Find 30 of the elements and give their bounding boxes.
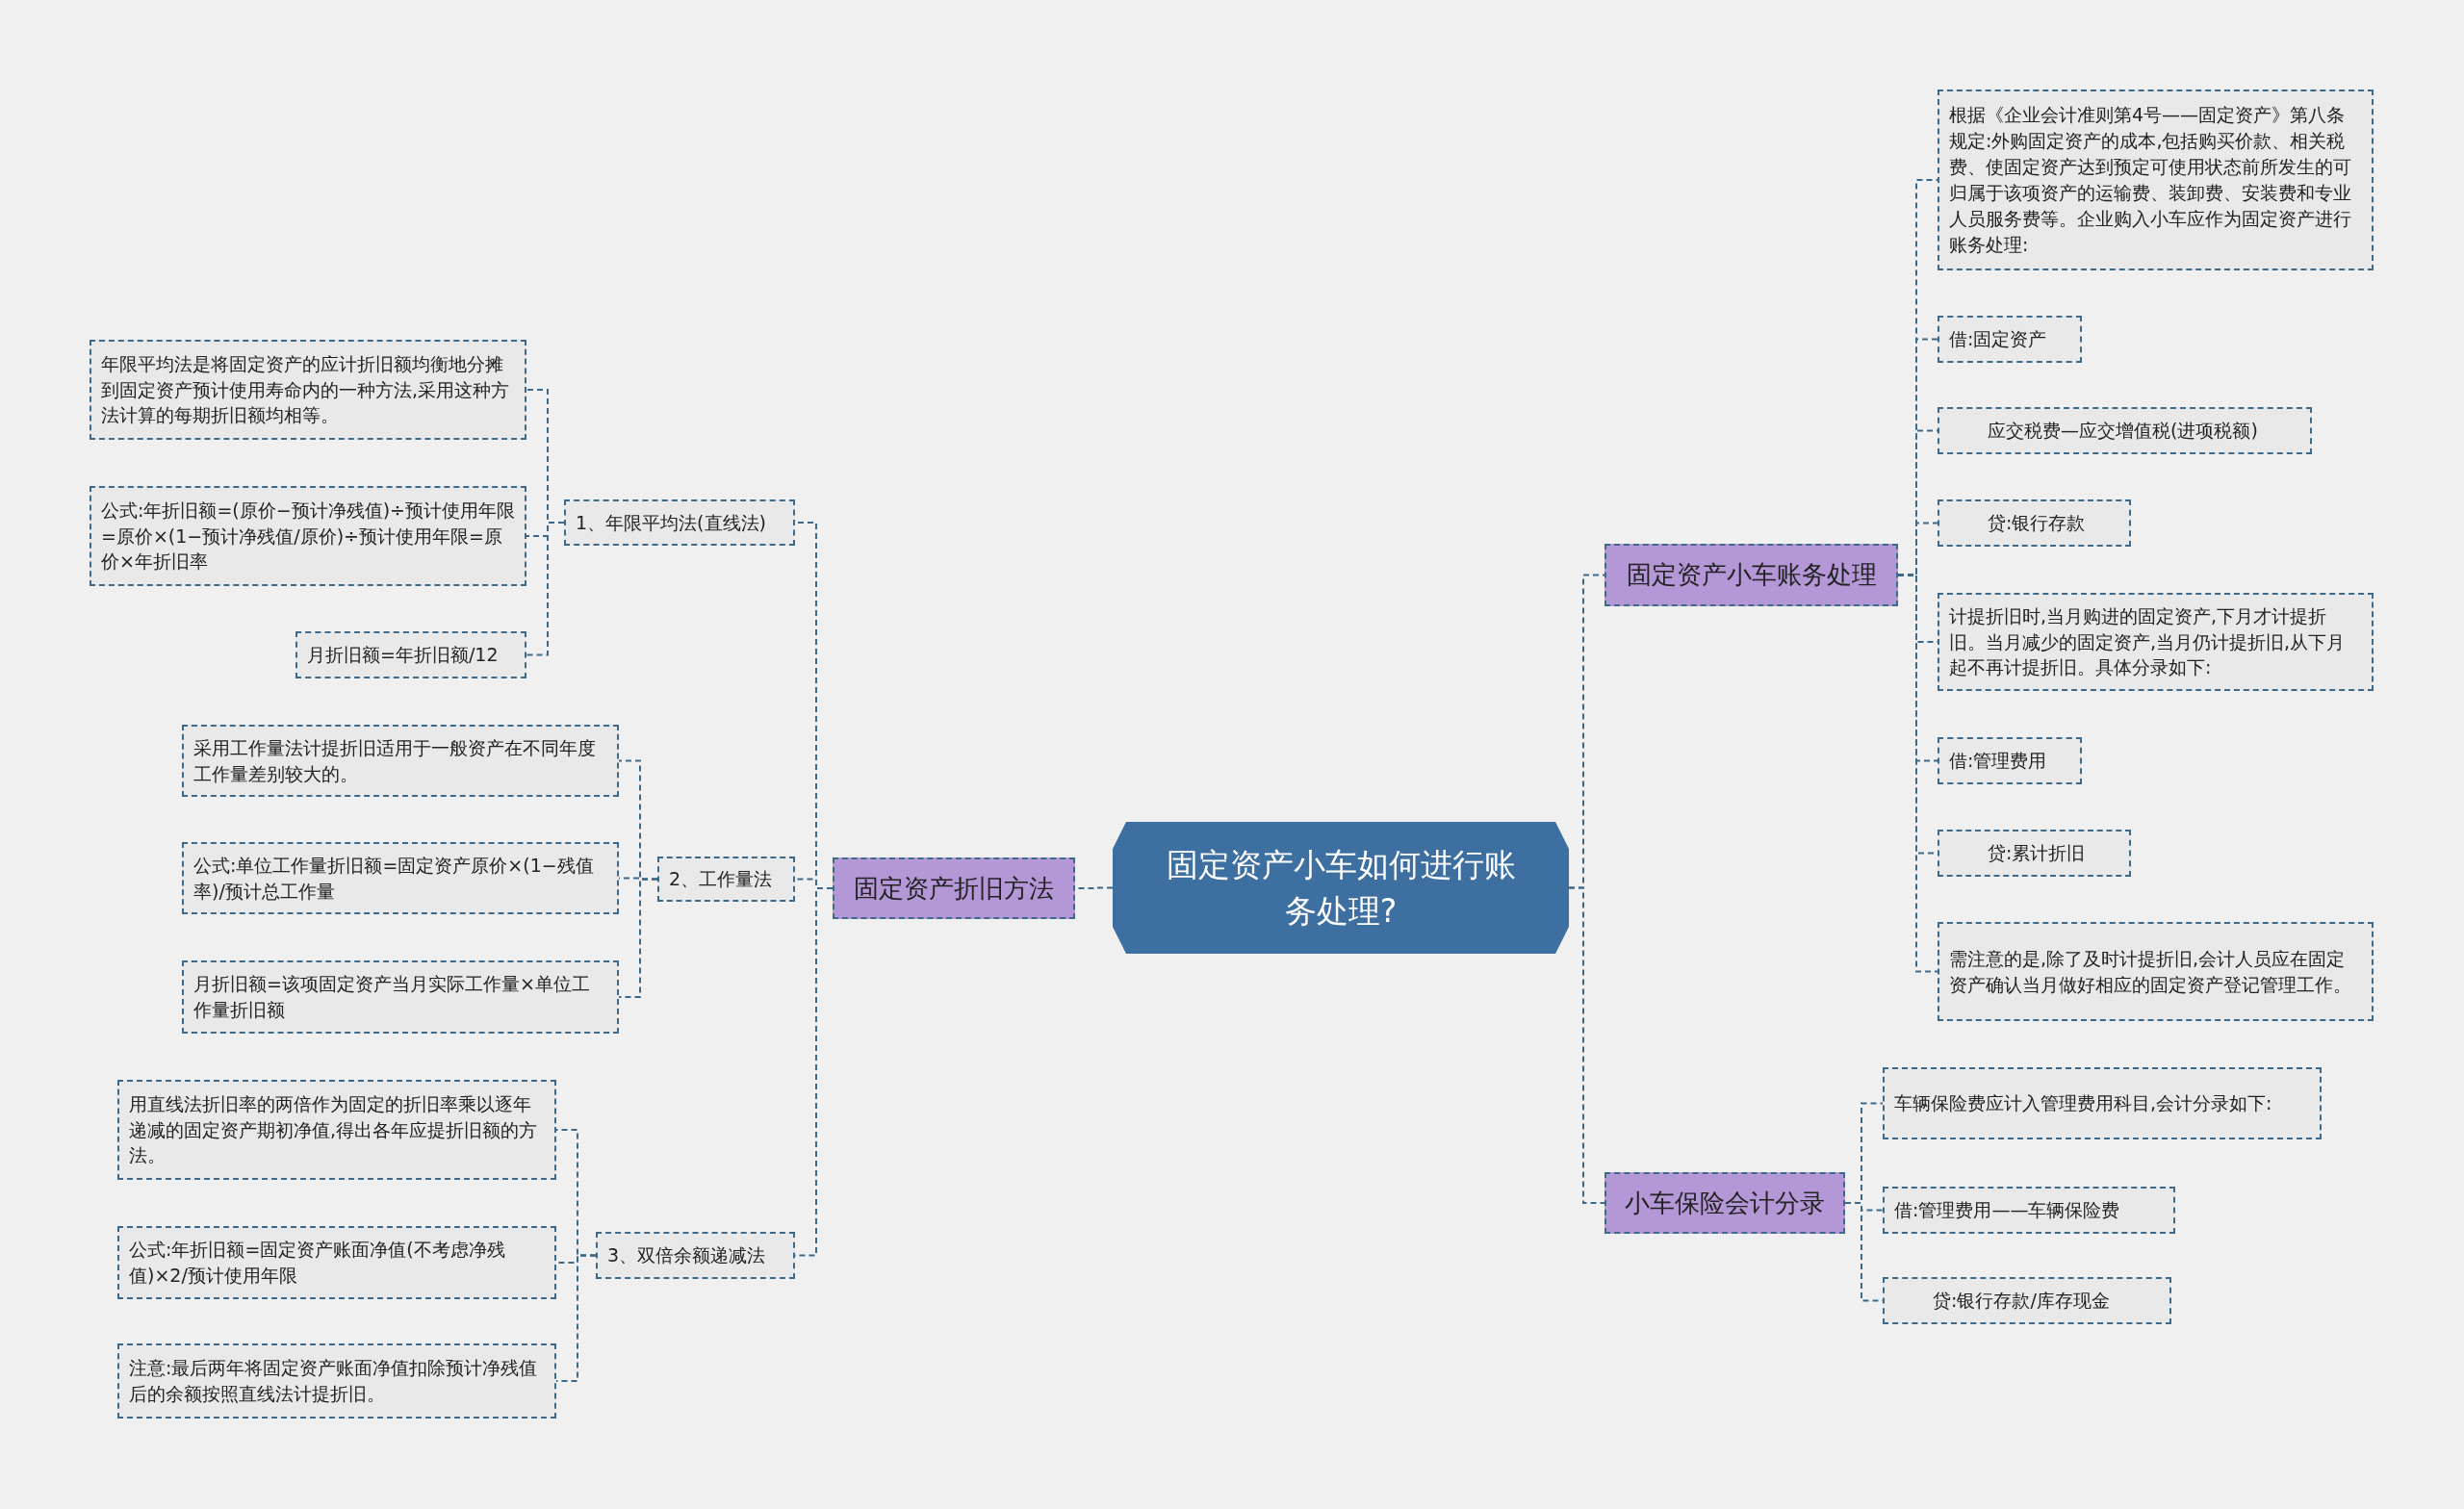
note-box: 公式:年折旧额=(原价−预计净残值)÷预计使用年限=原价×(1−预计净残值/原价)÷预计使用年限=原价×年折旧率 xyxy=(90,486,526,586)
note-box: 计提折旧时,当月购进的固定资产,下月才计提折旧。当月减少的固定资产,当月仍计提折旧,从下月起不再计提折旧。具体分录如下: xyxy=(1938,593,2374,691)
note-box: 年限平均法是将固定资产的应计折旧额均衡地分摊到固定资产预计使用寿命内的一种方法,采用这种方法计算的每期折旧额均相等。 xyxy=(90,340,526,440)
note-box: 1、年限平均法(直线法) xyxy=(564,499,795,546)
note-box: 注意:最后两年将固定资产账面净值扣除预计净残值后的余额按照直线法计提折旧。 xyxy=(117,1343,556,1419)
note-box: 借:固定资产 xyxy=(1938,316,2082,363)
note-box: 贷:累计折旧 xyxy=(1938,830,2131,877)
branch-topic: 小车保险会计分录 xyxy=(1604,1172,1845,1234)
note-box: 贷:银行存款/库存现金 xyxy=(1883,1277,2171,1324)
connector-line xyxy=(526,522,565,656)
note-box: 公式:单位工作量折旧额=固定资产原价×(1−残值率)/预计总工作量 xyxy=(182,842,619,914)
note-box: 需注意的是,除了及时计提折旧,会计人员应在固定资产确认当月做好相应的固定资产登记管理工作。 xyxy=(1938,922,2374,1021)
note-box: 应交税费—应交增值税(进项税额) xyxy=(1938,407,2312,454)
central-topic: 固定资产小车如何进行账务处理? xyxy=(1113,822,1569,954)
note-box: 月折旧额=年折旧额/12 xyxy=(295,631,526,678)
note-box: 用直线法折旧率的两倍作为固定的折旧率乘以逐年递减的固定资产期初净值,得出各年应提折旧额的方法。 xyxy=(117,1080,556,1180)
note-box: 根据《企业会计准则第4号——固定资产》第八条规定:外购固定资产的成本,包括购买价款、相关税费、使固定资产达到预定可使用状态前所发生的可归属于该项资产的运输费、装卸费、安装费和专业人员服务费等。企业购入小车应作为固定资产进行账务处理: xyxy=(1938,90,2374,270)
connector-line xyxy=(1568,886,1605,1204)
note-box: 月折旧额=该项固定资产当月实际工作量×单位工作量折旧额 xyxy=(182,960,619,1034)
note-box: 采用工作量法计提折旧适用于一般资产在不同年度工作量差别较大的。 xyxy=(182,725,619,797)
note-box: 贷:银行存款 xyxy=(1938,499,2131,547)
note-box: 借:管理费用——车辆保险费 xyxy=(1883,1187,2175,1234)
note-box: 2、工作量法 xyxy=(657,857,795,902)
branch-topic: 固定资产小车账务处理 xyxy=(1604,544,1898,606)
note-box: 车辆保险费应计入管理费用科目,会计分录如下: xyxy=(1883,1067,2322,1139)
note-box: 公式:年折旧额=固定资产账面净值(不考虑净残值)×2/预计使用年限 xyxy=(117,1226,556,1299)
connector-line xyxy=(618,878,658,998)
note-box: 3、双倍余额递减法 xyxy=(596,1232,795,1279)
branch-topic: 固定资产折旧方法 xyxy=(833,857,1075,919)
note-box: 借:管理费用 xyxy=(1938,737,2082,784)
